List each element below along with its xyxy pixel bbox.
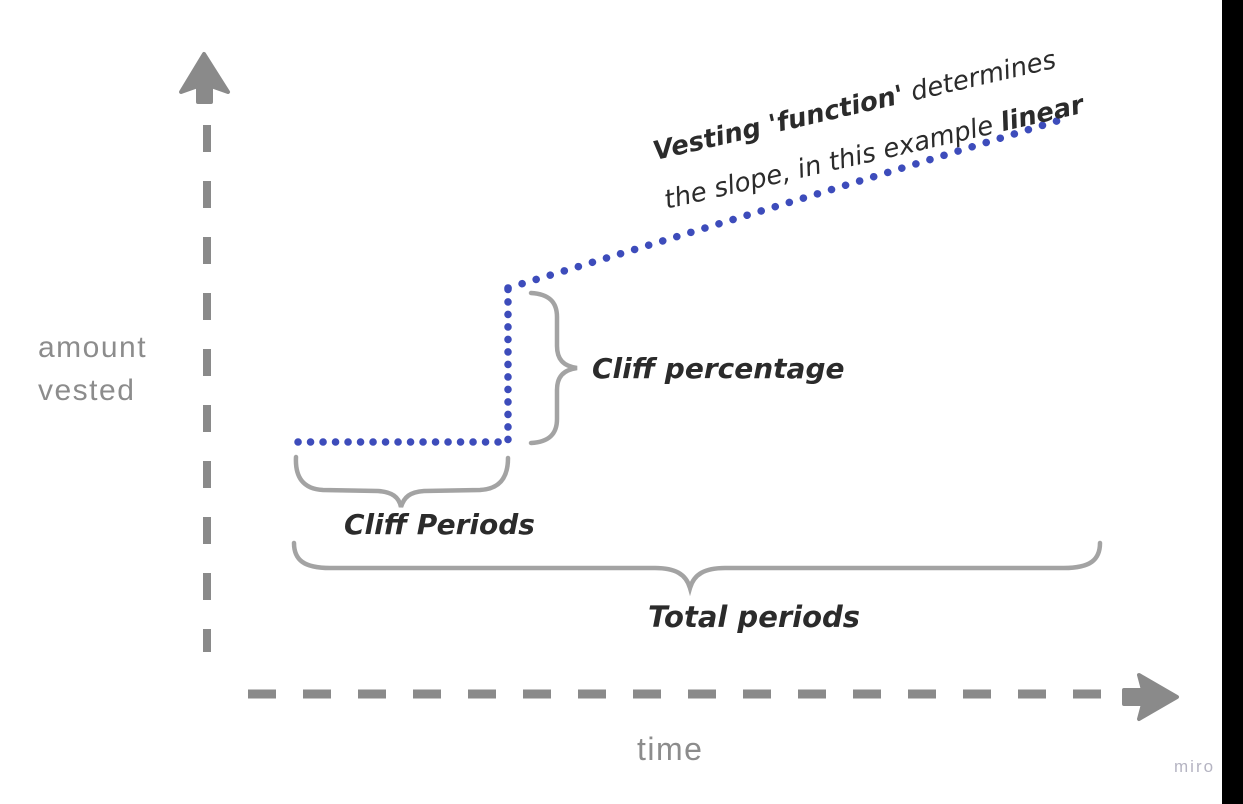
right-edge-bar (1222, 0, 1243, 804)
cliff-percentage-brace (528, 290, 578, 446)
total-periods-label: Total periods (648, 600, 861, 634)
y-axis-arrow-icon (179, 52, 230, 104)
vesting-line-linear-segment (504, 113, 1074, 292)
cliff-periods-label: Cliff Periods (344, 508, 535, 541)
x-axis-label: time (637, 731, 704, 767)
vesting-line-cliff-segment (294, 284, 512, 446)
miro-watermark-link[interactable]: miro (1174, 757, 1216, 776)
cliff-percentage-label: Cliff percentage (592, 352, 845, 385)
annotation-line2-bold: linear (997, 89, 1087, 139)
cliff-periods-brace (293, 454, 511, 508)
y-axis-label: amount vested (38, 331, 148, 407)
total-periods-brace (291, 540, 1103, 597)
x-axis-arrow-icon (1122, 673, 1179, 721)
